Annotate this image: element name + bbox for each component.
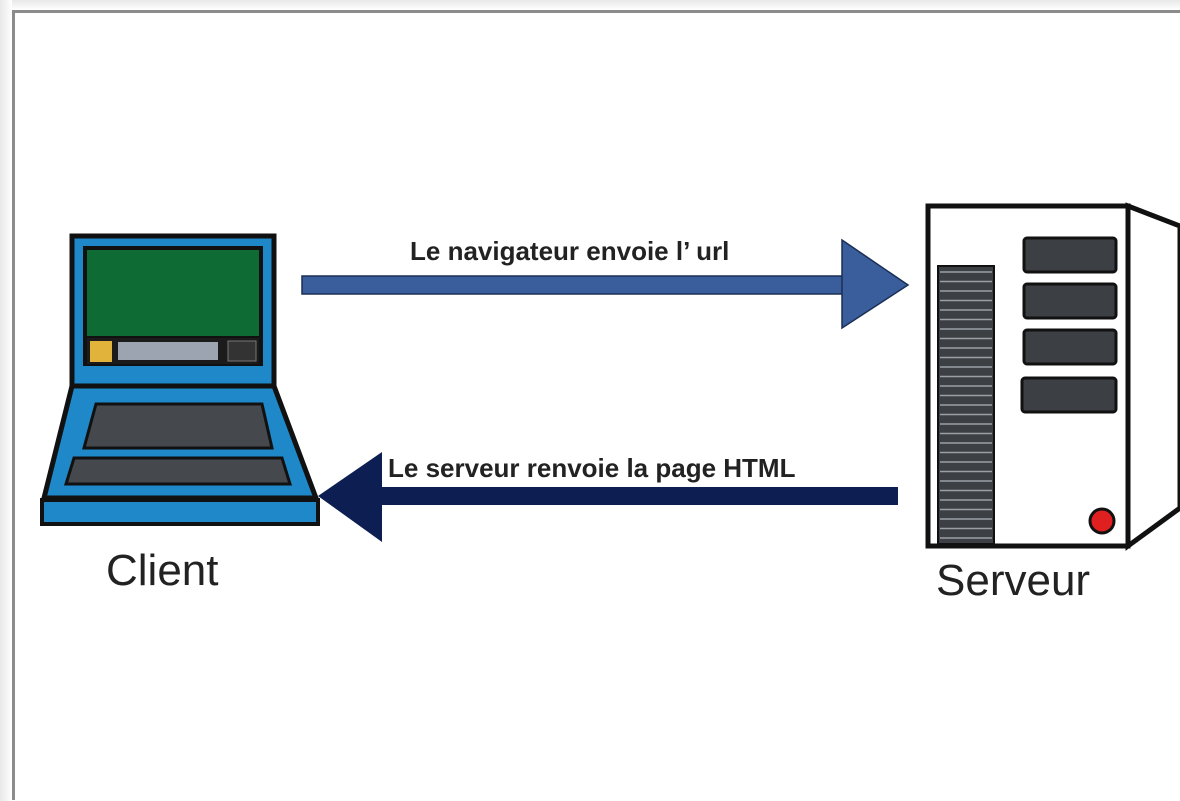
request-arrow xyxy=(301,238,910,330)
taskbar-window xyxy=(118,342,218,360)
frame-shadow xyxy=(0,0,12,801)
frame-border xyxy=(12,10,1180,800)
vent-lines xyxy=(940,271,992,539)
drive-bay xyxy=(1022,328,1118,366)
start-button-icon xyxy=(90,341,112,362)
power-led-icon xyxy=(1088,507,1116,535)
tray-icon xyxy=(227,340,257,362)
request-arrowhead-icon xyxy=(841,238,910,330)
laptop-front-edge xyxy=(40,498,320,526)
server-side-panel xyxy=(1125,202,1180,551)
request-arrow-shaft xyxy=(301,275,853,295)
drive-bay xyxy=(1022,282,1118,320)
response-arrow xyxy=(318,452,898,542)
laptop-icon xyxy=(40,233,320,526)
server-label: Serveur xyxy=(936,556,1091,605)
laptop-screen xyxy=(87,250,259,336)
frame-shadow xyxy=(0,0,1180,10)
keyboard xyxy=(82,402,274,450)
drive-bay xyxy=(1020,376,1118,414)
response-arrowhead-icon xyxy=(318,452,382,542)
touchpad xyxy=(63,456,293,486)
response-label: Le serveur renvoie la page HTML xyxy=(388,453,796,483)
request-label: Le navigateur envoie l’ url xyxy=(410,236,730,266)
response-arrow-shaft xyxy=(376,487,898,505)
server-icon xyxy=(925,202,1180,551)
client-label: Client xyxy=(106,546,219,595)
drive-bay xyxy=(1022,236,1118,274)
